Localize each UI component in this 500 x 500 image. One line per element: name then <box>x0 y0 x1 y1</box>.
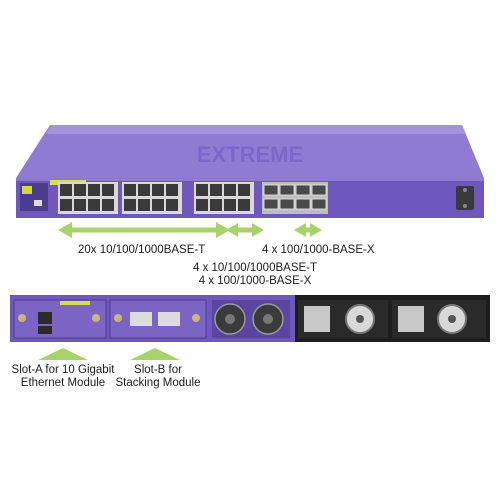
console-screw-icon <box>463 204 467 208</box>
rj45-port-icon <box>152 184 164 196</box>
rj45-port-icon <box>224 184 236 196</box>
console-screw-icon <box>463 188 467 192</box>
sfp-port-icon <box>295 184 311 196</box>
sfp-port-icon <box>263 198 279 210</box>
label-sfp: 4 x 100/1000-BASE-X <box>262 244 375 256</box>
rj45-port-icon <box>138 184 150 196</box>
status-led-icon <box>22 186 32 194</box>
label-slot-a-line1: Slot-A for 10 Gigabit <box>11 364 115 376</box>
slot-a-arrow <box>38 348 88 360</box>
label-combo-line1: 4 x 10/100/1000BASE-T <box>192 262 318 274</box>
sfp-port-icon <box>295 198 311 210</box>
rj45-port-icon <box>74 184 86 196</box>
rj45-port-icon <box>102 199 114 211</box>
slot-a-port-icon <box>38 326 52 334</box>
label-slot-b-line2: Stacking Module <box>115 377 201 389</box>
sfp-port-icon <box>311 198 327 210</box>
rj45-port-icon <box>60 184 72 196</box>
label-combo-line2: 4 x 100/1000-BASE-X <box>198 275 312 287</box>
thumbscrew-icon <box>114 314 122 322</box>
label-combo: 4 x 10/100/1000BASE-T 4 x 100/1000-BASE-… <box>180 262 330 288</box>
rj45-ports <box>58 182 254 214</box>
rj45-port-icon <box>102 184 114 196</box>
rj45-port-icon <box>88 199 100 211</box>
sfp-ports <box>262 182 328 214</box>
lid-logo: EXTREME <box>197 142 303 167</box>
slot-a-badge <box>60 301 90 305</box>
chassis-top <box>16 125 484 178</box>
rj45-port-icon <box>224 199 236 211</box>
psu-fan-hub-icon <box>356 315 364 323</box>
psu-fan-hub-icon <box>448 315 456 323</box>
faceplate-edge <box>16 178 484 181</box>
console-port-icon <box>456 186 474 210</box>
sfp-port-icon <box>279 184 295 196</box>
rj45-port-icon <box>166 184 178 196</box>
arrow-20-port-right-head <box>216 222 230 238</box>
rj45-port-icon <box>74 199 86 211</box>
fan-hub-icon <box>263 314 273 324</box>
label-slot-b-line1: Slot-B for <box>134 364 182 376</box>
thumbscrew-icon <box>92 314 100 322</box>
rj45-port-icon <box>88 184 100 196</box>
rj45-port-icon <box>238 184 250 196</box>
stacking-port-icon <box>158 312 180 326</box>
front-arrows <box>58 222 322 238</box>
arrow-combo-right-head <box>252 223 264 237</box>
slot-b-arrow <box>130 348 180 360</box>
slot-a-port-icon <box>38 312 52 324</box>
sfp-port-icon <box>263 184 279 196</box>
rj45-port-icon <box>124 199 136 211</box>
rj45-port-icon <box>196 184 208 196</box>
arrow-sfp-right-head <box>310 223 322 237</box>
label-20-port: 20x 10/100/1000BASE-T <box>78 244 206 256</box>
rj45-port-icon <box>210 199 222 211</box>
rj45-port-icon <box>138 199 150 211</box>
stacking-port-icon <box>130 312 152 326</box>
label-slot-b: Slot-B for Stacking Module <box>108 364 208 390</box>
rj45-port-icon <box>196 199 208 211</box>
arrow-sfp-left-head <box>294 223 306 237</box>
thumbscrew-icon <box>192 314 200 322</box>
arrow-20-port-left-head <box>58 222 72 238</box>
rj45-port-icon <box>238 199 250 211</box>
sfp-port-icon <box>311 184 327 196</box>
rj45-port-icon <box>124 184 136 196</box>
front-panel: EXTREME <box>16 125 484 218</box>
psu-handle-icon <box>398 306 424 332</box>
rear-panel <box>10 295 490 342</box>
usb-port-icon <box>34 200 42 206</box>
label-slot-a-line2: Ethernet Module <box>20 377 106 389</box>
arrow-combo-left-head <box>226 223 238 237</box>
slot-a-module <box>13 299 107 339</box>
label-slot-a: Slot-A for 10 Gigabit Ethernet Module <box>0 364 126 390</box>
psu-handle-icon <box>304 306 330 332</box>
rj45-port-icon <box>152 199 164 211</box>
sfp-port-icon <box>279 198 295 210</box>
rj45-port-icon <box>60 199 72 211</box>
rj45-port-icon <box>210 184 222 196</box>
fan-hub-icon <box>225 314 235 324</box>
rj45-port-icon <box>166 199 178 211</box>
chassis-top-highlight <box>46 125 466 134</box>
thumbscrew-icon <box>18 314 26 322</box>
